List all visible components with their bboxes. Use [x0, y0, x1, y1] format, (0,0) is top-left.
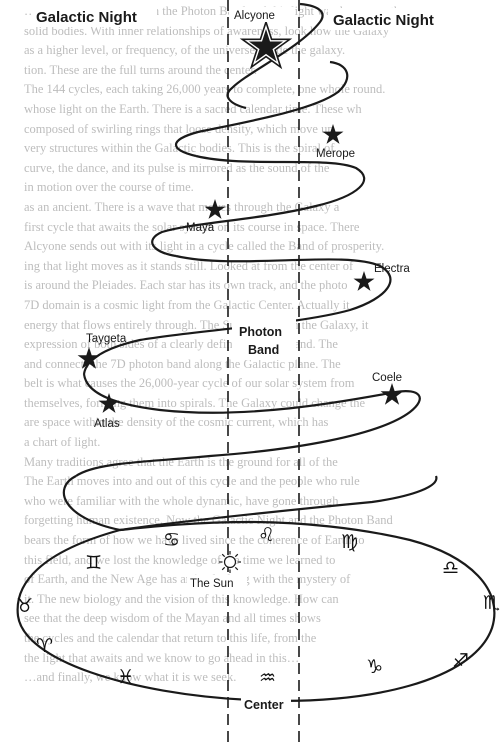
background-text-line: the light that awaits and we know to go …: [24, 650, 300, 665]
background-text-line: are space within the density of the cosm…: [24, 415, 329, 430]
label-alcyone: Alcyone: [234, 10, 275, 22]
label-taygeta: Taygeta: [86, 333, 127, 345]
sun-icon: [219, 551, 241, 573]
background-text-line: Alcyone sends out with its light in a cy…: [24, 239, 385, 254]
atlas-star-icon: [98, 393, 120, 413]
background-text-line: bears the form of how we have lived sinc…: [24, 533, 365, 548]
label-the-sun: The Sun: [190, 578, 233, 590]
gemini-glyph-icon: ♊: [85, 552, 102, 574]
background-text-line: who were familiar with the whole dynamic…: [24, 493, 339, 508]
background-text-line: The Earth moves into and out of this cyc…: [24, 474, 360, 489]
background-text-line: the cycles and the calendar that return …: [24, 631, 317, 645]
background-text-line: 7D domain is a cosmic light from the Gal…: [24, 297, 350, 312]
aquarius-glyph-icon: ♒: [259, 667, 276, 689]
label-electra: Electra: [374, 263, 410, 275]
label-center: Center: [244, 698, 284, 712]
label-band: Band: [248, 343, 279, 357]
background-text-line: curve, the dance, and its pulse is mirro…: [24, 160, 330, 175]
libra-glyph-icon: ♎: [442, 557, 459, 579]
maya-star-icon: [204, 199, 226, 219]
title-galactic-night-left: Galactic Night: [36, 9, 137, 26]
scorpio-glyph-icon: ♏: [483, 592, 500, 614]
background-text-line: ing that light moves as it stands still.…: [24, 258, 354, 273]
label-maya: Maya: [186, 222, 215, 234]
label-photon: Photon: [239, 325, 282, 339]
background-text-line: as an ancient. There is a wave that move…: [24, 199, 340, 214]
leo-glyph-icon: ♌: [258, 524, 275, 546]
cancer-glyph-icon: ♋: [163, 529, 180, 551]
background-text-line: it. The new biology and the vision of th…: [24, 591, 339, 606]
spiral-orbit: [16, 2, 496, 702]
background-text-line: is around the Pleiades. Each star has it…: [24, 278, 348, 293]
aries-glyph-icon: ♈: [36, 635, 53, 657]
background-text-line: composed of swirling rings that loose de…: [24, 121, 334, 136]
background-text-line: tion. These are the full turns around th…: [24, 62, 258, 77]
background-text-line: …and finally, we know what it is we seek…: [24, 670, 237, 685]
taurus-glyph-icon: ♉: [16, 595, 33, 617]
title-galactic-night-right: Galactic Night: [333, 12, 434, 29]
background-text-line: see that the deep wisdom of the Mayan an…: [24, 611, 321, 626]
coele-star-icon: [380, 383, 404, 405]
label-atlas: Atlas: [94, 418, 120, 430]
background-text-line: very structures within the Galactic bodi…: [24, 141, 335, 156]
electra-star-icon: [353, 271, 375, 291]
photon-band-lines: [227, 0, 300, 745]
virgo-glyph-icon: ♍: [341, 531, 358, 553]
label-merope: Merope: [316, 148, 355, 160]
background-text-line: belt is what causes the 26,000-year cycl…: [24, 376, 355, 391]
label-coele: Coele: [372, 372, 402, 384]
background-text-line: whose light on the Earth. There is a sac…: [24, 101, 362, 116]
background-text-line: solid bodies. With inner relationships o…: [24, 23, 390, 38]
background-text-line: and connects the 7D photon band along th…: [24, 356, 341, 371]
taygeta-star-icon: [77, 347, 101, 369]
merope-star-icon: [322, 124, 344, 144]
pisces-glyph-icon: ♓: [117, 666, 134, 688]
background-text-line: a chart of light.: [24, 435, 101, 450]
sagittarius-glyph-icon: ♐: [452, 650, 469, 672]
background-text-line: in motion over the course of time.: [24, 180, 194, 195]
background-text-line: The 144 cycles, each taking 26,000 years…: [24, 82, 386, 97]
background-text-line: this field, and we lost the knowledge of…: [24, 552, 336, 567]
background-text-line: Many traditions agree that the Earth is …: [24, 454, 338, 469]
capricorn-glyph-icon: ♑: [366, 656, 383, 678]
alcyone-star-icon: [239, 19, 293, 70]
